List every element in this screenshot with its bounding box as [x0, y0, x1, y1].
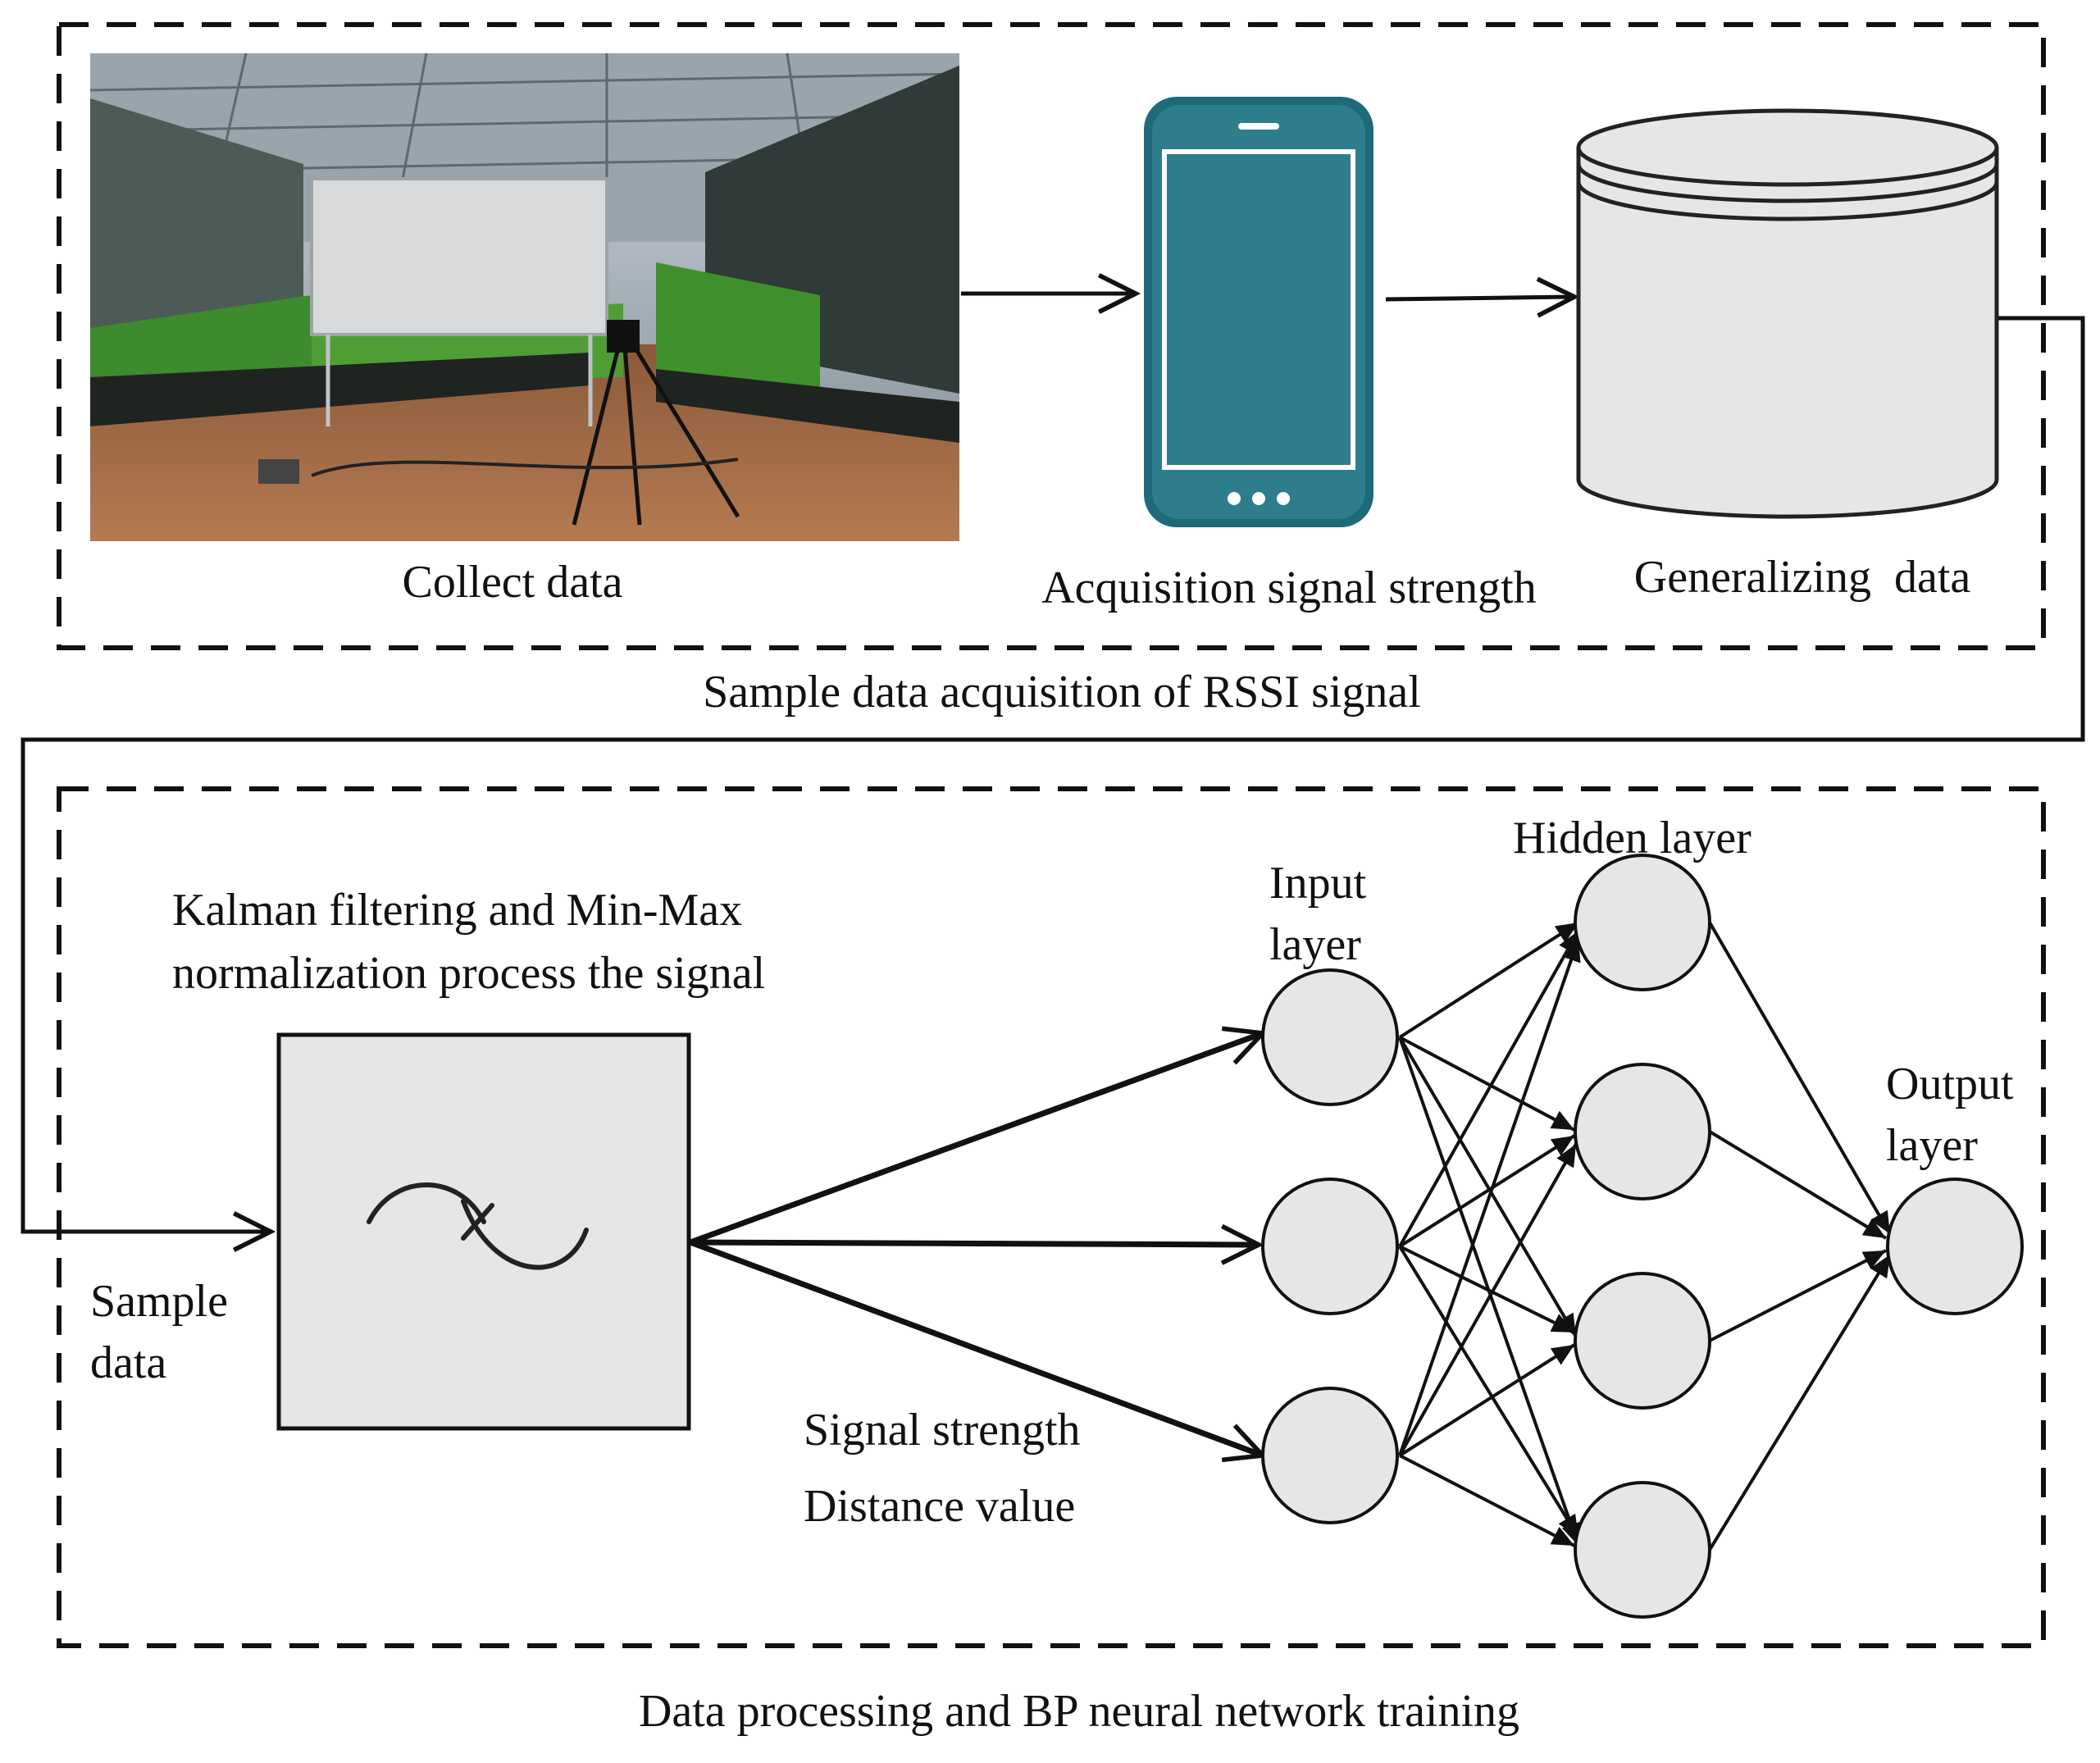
input-node [1261, 1387, 1399, 1524]
generalizing-label: Generalizing data [1634, 552, 1971, 603]
hidden-node [1574, 1063, 1711, 1200]
filter-label-line1: Kalman filtering and Min-Max [172, 885, 742, 936]
input-node [1261, 968, 1399, 1106]
hidden-node [1574, 1272, 1711, 1410]
collect-data-label: Collect data [402, 557, 622, 608]
bottom-section-dashed-border [57, 786, 2046, 1648]
features-line1: Signal strength [804, 1405, 1081, 1456]
sine-wave-icon [367, 1182, 589, 1270]
network-edges [1398, 921, 1892, 1551]
bottom-section-caption: Data processing and BP neural network tr… [639, 1686, 1519, 1737]
hidden-layer-nodes [1574, 854, 1711, 1619]
filter-box [276, 1032, 691, 1431]
acquisition-label: Acquisition signal strength [1041, 563, 1537, 613]
arrow-phone-to-database [1385, 297, 1574, 299]
output-layer-label-line1: Output [1886, 1059, 2014, 1109]
hidden-layer-label: Hidden layer [1513, 813, 1752, 863]
top-section-dashed-border [57, 22, 2046, 650]
filter-to-input-arrows [689, 1033, 1263, 1456]
output-layer-label-line2: layer [1886, 1120, 1978, 1171]
connector-database-to-processing [20, 316, 2085, 1232]
greenhouse-photo [89, 52, 960, 541]
features-line2: Distance value [804, 1481, 1075, 1532]
top-section-caption: Sample data acquisition of RSSI signal [703, 667, 1421, 718]
hidden-node [1574, 1481, 1711, 1619]
input-node [1261, 1178, 1399, 1315]
input-layer-label-line1: Input [1269, 858, 1367, 909]
database-cylinder-icon [1576, 108, 1999, 519]
filter-label-line2: normalization process the signal [172, 948, 765, 999]
smartphone-icon [1144, 97, 1373, 527]
output-node [1886, 1178, 2024, 1315]
sample-label-line2: data [90, 1337, 166, 1388]
sample-label-line1: Sample [90, 1276, 228, 1327]
input-layer-label-line2: layer [1269, 919, 1361, 970]
hidden-node [1574, 854, 1711, 991]
input-layer-nodes [1261, 968, 1399, 1524]
